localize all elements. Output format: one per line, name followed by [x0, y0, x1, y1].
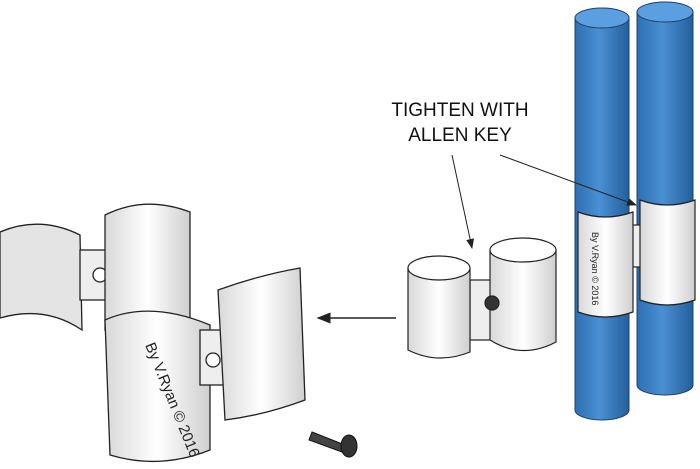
annotation-line-1: TIGHTEN WITH	[391, 100, 529, 121]
annotation-label: TIGHTEN WITH ALLEN KEY	[360, 98, 560, 148]
annotation-line-2: ALLEN KEY	[408, 125, 512, 146]
leader-line	[499, 154, 637, 206]
allen-bolt	[308, 431, 358, 458]
leader-line	[451, 154, 475, 249]
exploded-clamp	[0, 203, 306, 463]
credit-text-small: By V.Ryan © 2016	[590, 232, 600, 305]
assembled-clamp	[577, 199, 696, 318]
middle-clamp	[407, 237, 557, 359]
